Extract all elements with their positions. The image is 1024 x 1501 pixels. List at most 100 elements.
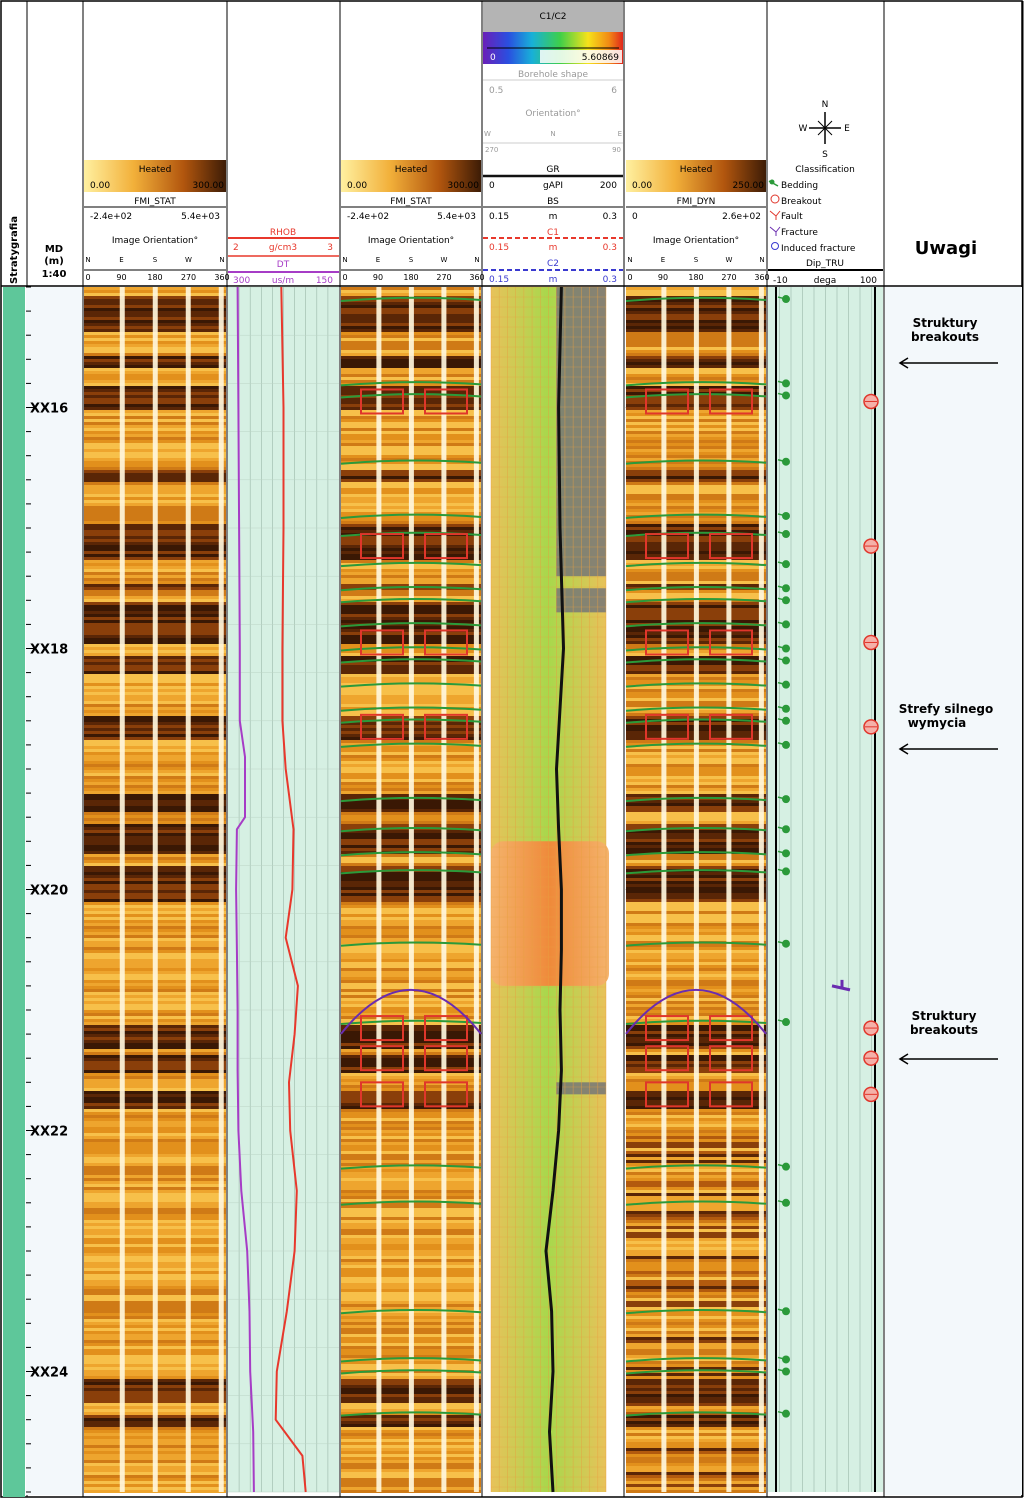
dt-name: DT [277,260,290,270]
legend-fault: Fault [781,212,803,222]
bedding-sinusoid [340,682,482,688]
bedding-sinusoid [625,561,767,568]
bedding-tadpole [777,1410,787,1415]
gr-max: 200 [600,181,617,191]
bedding-sinusoid [625,826,767,833]
legend: Bedding Breakout Fault Fracture Induced … [768,179,856,254]
breakout-box [424,533,468,560]
bedding-sinusoid [340,1164,482,1170]
breakout-box [360,533,404,560]
fracture-sinusoid [625,989,767,1035]
arrow-icon [898,357,998,369]
orientation-dir-label: S [409,256,414,264]
bedding-tadpole [777,1368,787,1373]
orientation-deg-label: 360 [469,273,484,282]
breakout-box [424,1081,468,1108]
bore-cb-min: 0 [490,53,496,63]
remark-1-line1: Struktury [913,316,978,330]
dip-min: -10 [773,276,788,286]
img1-orient-label: Image Orientation° [112,236,198,246]
orientation-deg-label: 180 [688,273,703,282]
breakout-box [424,629,468,656]
legend-fracture: Fracture [781,228,818,238]
log-track-header: RHOB 2 g/cm3 3 DT 300 us/m 150 [228,228,339,286]
breakout-box [645,713,689,740]
img2-name: FMI_STAT [390,197,432,207]
remark-3-line1: Struktury [912,1009,977,1023]
bedding-sinusoid [340,622,482,628]
bedding-sinusoid [340,585,482,592]
bedding-tadpole [777,657,787,662]
img2-colorbar-label: Heated [395,165,428,175]
breakout-box [709,1015,753,1042]
breakout-box [645,533,689,560]
bedding-sinusoid [625,585,767,592]
bedding-sinusoid [340,796,482,803]
fracture-sinusoid [340,989,482,1035]
orientation-deg-label: 90 [658,273,668,282]
img1-cb-max: 300.00 [193,181,225,191]
bs-name: BS [547,197,559,207]
bedding-sinusoid [625,742,767,748]
depth-unit-label: (m) [44,256,64,267]
bedding-tadpole [777,718,787,722]
orientation-deg-label: 180 [403,273,418,282]
breakout-box [709,388,753,415]
bedding-sinusoid [625,941,767,947]
bedding-sinusoid [625,1357,767,1363]
bedding-tadpole [777,458,787,463]
bedding-tadpole [777,531,787,535]
borehole-enlargement [556,1082,606,1095]
breakout-box [709,629,753,656]
bedding-sinusoid [340,381,482,387]
breakout-box [709,1081,753,1108]
bore-shape-min: 0.5 [489,86,503,96]
dip-max: 100 [860,276,877,286]
breakout-box [424,388,468,415]
bedding-sinusoid [625,718,767,724]
c1-min: 0.15 [489,243,509,253]
orientation-deg-label: 360 [754,273,769,282]
compass-s: S [822,150,828,160]
orientation-dir-label: E [119,256,123,264]
classification-label: Classification [795,165,855,175]
orientation-deg-label: 270 [181,273,196,282]
bedding-tadpole [777,706,787,710]
legend-breakout: Breakout [781,197,822,207]
breakout-box [360,388,404,415]
orientation-dir-label: N [342,256,347,264]
bedding-tadpole [777,621,787,626]
bedding-sinusoid [625,1369,767,1375]
dip-unit: dega [814,276,836,286]
gr-name: GR [546,165,559,175]
bore-orient-w: W [484,130,491,138]
image-track-1-header: Heated 0.00 300.00 FMI_STAT -2.4e+02 5.4… [84,160,226,246]
remarks-title: Uwagi [915,238,977,259]
bedding-tadpole [777,585,787,589]
image-track-2-header: Heated 0.00 300.00 FMI_STAT -2.4e+02 5.4… [341,160,481,246]
breakout-box [709,1045,753,1072]
c1-max: 0.3 [603,243,617,253]
bedding-sinusoid [340,598,482,604]
img1-range-min: -2.4e+02 [90,212,132,222]
c2-unit: m [549,275,558,285]
gr-unit: gAPI [543,181,563,191]
bedding-sinusoid [625,869,767,875]
breakout-box [709,533,753,560]
bedding-tadpole [777,1163,787,1168]
img1-range-max: 5.4e+03 [181,212,220,222]
fracture-legend-icon [769,226,781,236]
image-pad-gap [726,287,732,1492]
img2-range-max: 5.4e+03 [437,212,476,222]
remark-1-line2: breakouts [911,330,979,344]
rhob-curve [274,286,307,1493]
bedding-sinusoid [625,381,767,387]
bedding-sinusoid [625,1164,767,1170]
c2-name: C2 [547,259,559,269]
dip-name: Dip_TRU [806,259,844,269]
bedding-sinusoid [340,1200,482,1206]
image-pad-gap [218,287,224,1492]
breakout-box [424,1045,468,1072]
breakout-box [645,1015,689,1042]
